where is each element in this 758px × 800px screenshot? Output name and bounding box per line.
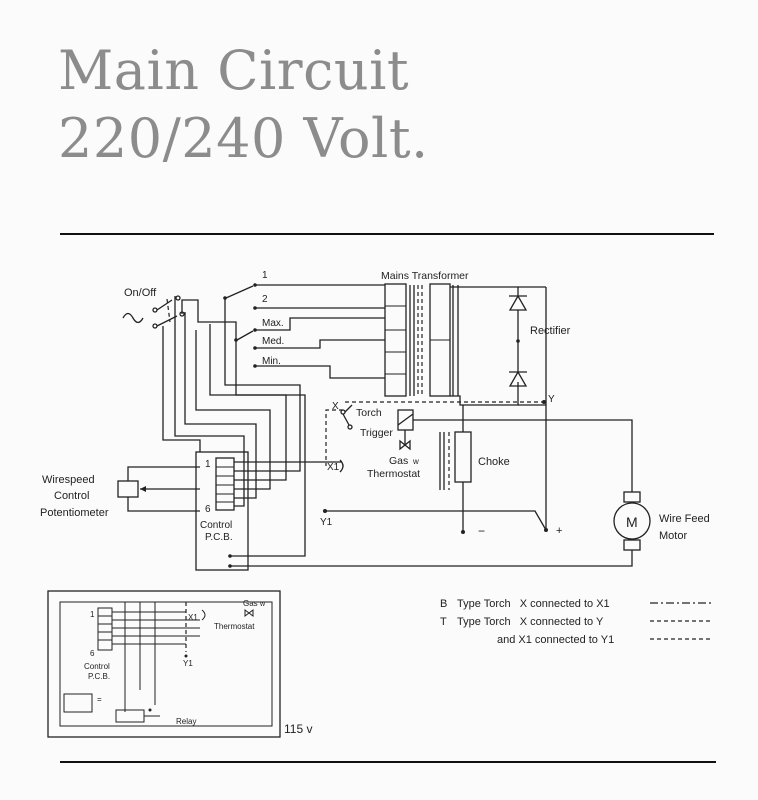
choke: Choke − +	[439, 405, 562, 538]
mains-transformer-label: Mains Transformer	[381, 270, 469, 282]
tap-2-label: 2	[262, 294, 268, 305]
legend-t-text: Type Torch X connected to Y	[457, 616, 604, 628]
potentiometer-label: Potentiometer	[40, 507, 109, 519]
choke-label: Choke	[478, 456, 510, 468]
legend-t-prefix: T	[440, 616, 447, 628]
inset-pin-6: 6	[90, 649, 95, 658]
inset-x1-label: X1	[188, 613, 198, 622]
inset-thermostat-label: Thermostat	[214, 622, 255, 631]
pcb-pin-6: 6	[205, 504, 211, 515]
tap-selector: 1 2 Max. Med. Min.	[223, 270, 385, 379]
wirespeed-potentiometer: Wirespeed Control Potentiometer	[40, 466, 200, 519]
inset-115v: 1 6 Control P.C.B. X1 Y1 Gas w Thermosta…	[47, 590, 312, 738]
tap-1-label: 1	[262, 270, 268, 281]
rectifier-label: Rectifier	[530, 325, 571, 337]
inset-gas-label: Gas	[243, 599, 258, 608]
inset-gas-symbol: w	[259, 601, 266, 608]
gas-label: Gas	[389, 455, 408, 467]
motor-label: Motor	[659, 530, 687, 542]
pcb-label-control: Control	[200, 520, 232, 531]
pcb-label-pcb: P.C.B.	[205, 532, 233, 543]
page-title-line-2: 220/240 Volt.	[58, 107, 429, 170]
legend: B Type Torch X connected to X1 T Type To…	[440, 598, 712, 646]
wire-feed-label: Wire Feed	[659, 513, 710, 525]
inset-pcb-label: P.C.B.	[88, 672, 110, 681]
inset-pin-1: 1	[90, 610, 95, 619]
legend-and-text: and X1 connected to Y1	[497, 634, 614, 646]
trigger-label: Trigger	[360, 427, 393, 439]
inset-plus-minus: =	[97, 695, 102, 704]
legend-b-prefix: B	[440, 598, 447, 610]
gas-symbol: w	[412, 457, 419, 466]
y-node-label: Y	[548, 394, 555, 405]
motor-symbol: M	[626, 514, 638, 530]
on-off-switch: On/Off	[122, 287, 185, 329]
legend-b-text: Type Torch X connected to X1	[457, 598, 610, 610]
mains-transformer: Mains Transformer	[381, 270, 469, 397]
on-off-label: On/Off	[124, 287, 157, 299]
minus-terminal: −	[478, 524, 485, 538]
rectifier: Rectifier	[508, 286, 571, 406]
med-label: Med.	[262, 336, 284, 347]
pcb-pin-1: 1	[205, 459, 211, 470]
min-label: Min.	[262, 356, 281, 367]
thermostat-label: Thermostat	[367, 468, 420, 480]
control-pcb: 1 6 Control P.C.B.	[195, 451, 249, 571]
page-title-line-1: Main Circuit	[58, 39, 410, 102]
plus-terminal: +	[556, 525, 562, 537]
control-label: Control	[54, 490, 89, 502]
y1-node-label: Y1	[320, 517, 333, 528]
inset-control-label: Control	[84, 662, 110, 671]
torch-trigger: X Torch Trigger Gas w Thermostat	[325, 401, 420, 480]
x-node-label: X	[332, 401, 339, 412]
x1-node-label: X1	[327, 462, 340, 473]
torch-label: Torch	[356, 407, 382, 419]
inset-voltage-label: 115 v	[284, 722, 312, 736]
wire-feed-motor: M Wire Feed Motor	[230, 491, 710, 567]
inset-relay-label: Relay	[176, 717, 196, 726]
max-label: Max.	[262, 318, 284, 329]
wirespeed-label: Wirespeed	[42, 474, 95, 486]
inset-y1-label: Y1	[183, 659, 193, 668]
